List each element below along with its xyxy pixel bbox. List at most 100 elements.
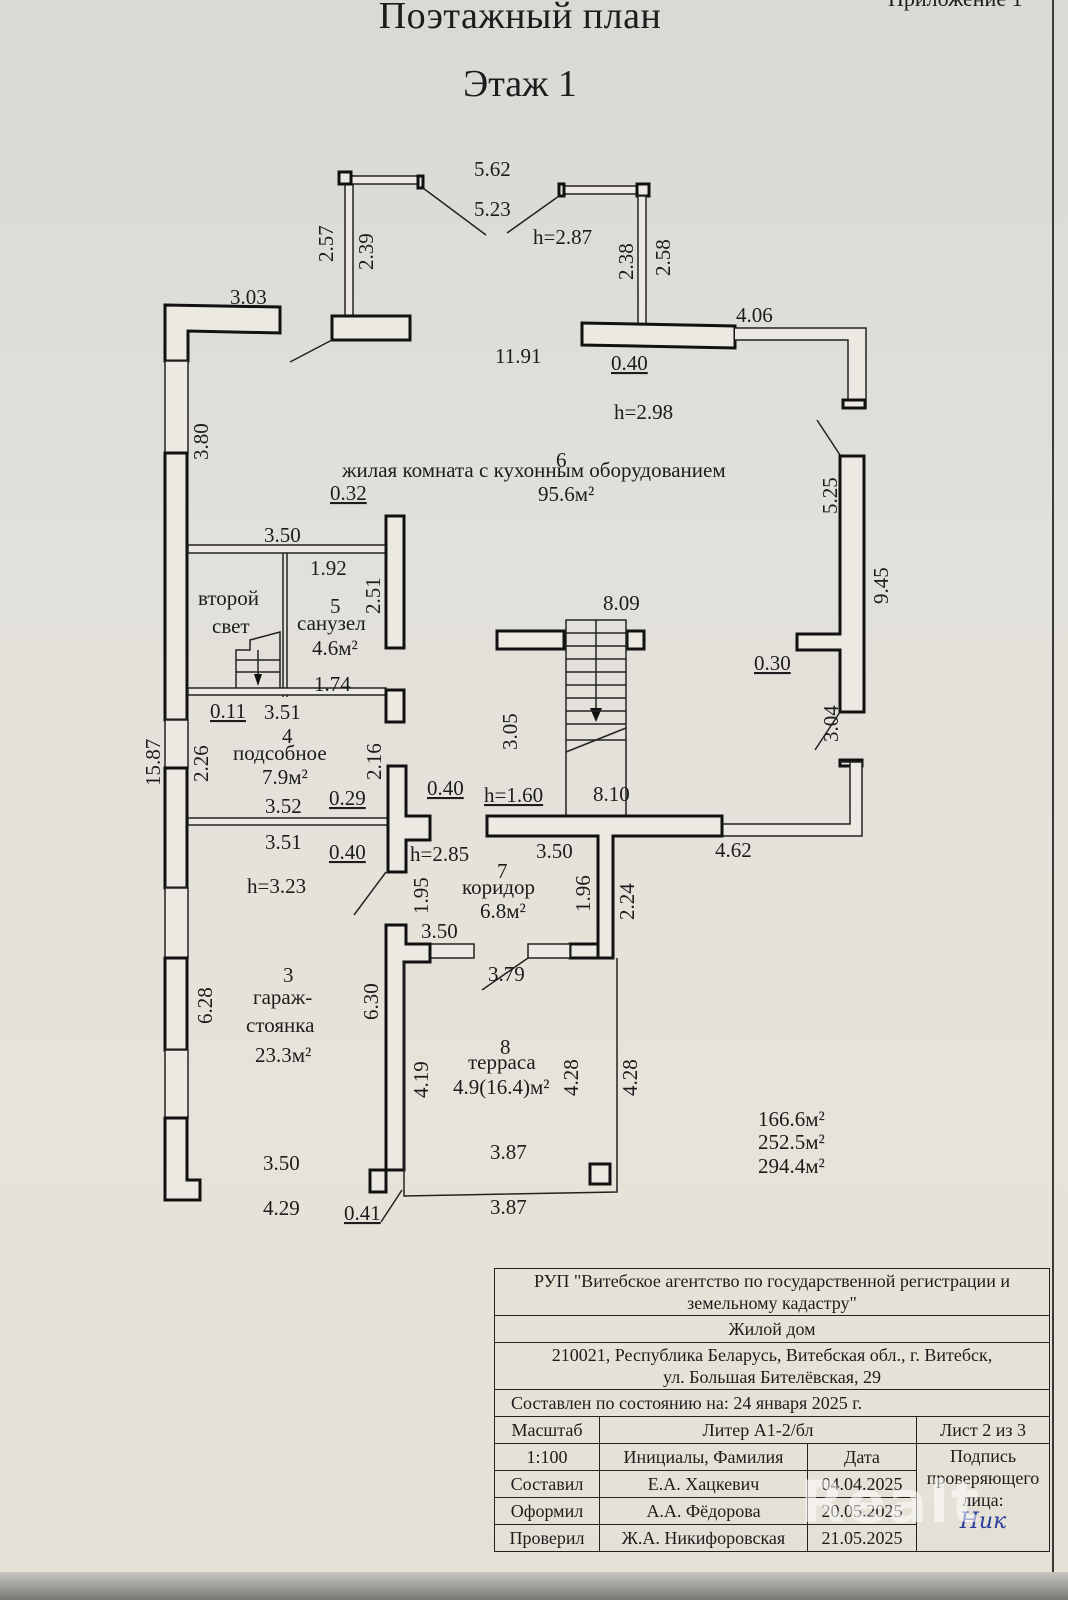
height-label: h=1.60 bbox=[484, 783, 543, 807]
dim-label: 0.32 bbox=[330, 481, 367, 505]
floor-plan: 5.62 5.23 h=2.87 2.57 2.39 2.38 2.58 3.0… bbox=[141, 157, 893, 1225]
arrow-down-icon bbox=[590, 708, 602, 722]
bay-right-window bbox=[637, 195, 647, 325]
room-area: 95.6м² bbox=[538, 482, 594, 506]
dim-label: 9.45 bbox=[869, 567, 893, 604]
page-title: Поэтажный план bbox=[378, 0, 662, 37]
window-left-3 bbox=[164, 887, 189, 959]
height-label: h=2.98 bbox=[614, 400, 673, 424]
dim-label: 3.51 bbox=[264, 700, 301, 724]
window-left-4 bbox=[164, 1049, 189, 1119]
object-cell: Жилой дом bbox=[494, 1315, 1050, 1343]
wall-corridor bbox=[485, 814, 724, 960]
dim-label: 3.51 bbox=[265, 830, 302, 854]
liter-cell: Литер А1-2/бл bbox=[599, 1416, 917, 1444]
room-number: 8 bbox=[500, 1035, 511, 1059]
signature-cell: Подпись проверяющего лица: Ник bbox=[916, 1443, 1050, 1552]
dim-label: 8.09 bbox=[603, 591, 640, 615]
dim-leader bbox=[380, 1189, 403, 1223]
dim-label: 4.29 bbox=[263, 1196, 300, 1220]
dim-label: 3.04 bbox=[819, 705, 843, 742]
scale-value: 1:100 bbox=[494, 1443, 600, 1471]
dim-label: 2.38 bbox=[614, 243, 638, 280]
room-area: 6.8м² bbox=[480, 899, 526, 923]
wall-left bbox=[163, 766, 189, 890]
room-area: 23.3м² bbox=[255, 1043, 311, 1067]
dim-label: 3.87 bbox=[490, 1140, 527, 1164]
organization-cell: РУП "Витебское агентство по государствен… bbox=[494, 1268, 1050, 1316]
room-name: санузел bbox=[297, 611, 366, 635]
dim-label: 2.16 bbox=[362, 743, 386, 780]
dim-label: 3.50 bbox=[264, 523, 301, 547]
address-line-1: 210021, Республика Беларусь, Витебская о… bbox=[551, 1345, 993, 1365]
arrow-down-icon bbox=[254, 674, 262, 686]
stair-break bbox=[565, 727, 627, 753]
dim-leader bbox=[353, 871, 387, 916]
dim-leader bbox=[816, 419, 841, 456]
room-name: второй bbox=[198, 586, 259, 610]
room-name: коридор bbox=[462, 875, 535, 899]
person-cell: Е.А. Хацкевич bbox=[599, 1470, 808, 1498]
wall-segment bbox=[384, 688, 406, 724]
role-cell: Оформил bbox=[494, 1497, 600, 1525]
room-area: 7.9м² bbox=[262, 765, 308, 789]
door-terrace-left bbox=[429, 943, 475, 959]
dim-label: 4.06 bbox=[736, 303, 773, 327]
role-cell: Проверил bbox=[494, 1524, 600, 1552]
stair-steps bbox=[566, 632, 626, 725]
wall-segment bbox=[568, 942, 600, 960]
room-name: гараж- bbox=[253, 985, 312, 1009]
wall-top-right bbox=[580, 321, 737, 350]
room-number: 6 bbox=[556, 448, 567, 472]
appendix-label: Приложение 1 bbox=[888, 0, 1023, 12]
partition bbox=[187, 817, 389, 826]
dim-label: 0.40 bbox=[611, 351, 648, 375]
bay-right-top-window bbox=[562, 185, 644, 195]
dim-label: 0.11 bbox=[210, 699, 246, 723]
dim-label: 0.40 bbox=[427, 776, 464, 800]
room-name: свет bbox=[212, 614, 250, 638]
person-cell: А.А. Фёдорова bbox=[599, 1497, 808, 1525]
dim-label: 0.29 bbox=[329, 786, 366, 810]
floor-title: Этаж 1 bbox=[463, 63, 577, 105]
address-line-2: ул. Большая Бителёвская, 29 bbox=[662, 1367, 882, 1387]
room-name: стоянка bbox=[246, 1013, 315, 1037]
title-block: РУП "Витебское агентство по государствен… bbox=[494, 1268, 1050, 1552]
dim-leader bbox=[506, 195, 560, 234]
date-cell: 21.05.2025 bbox=[807, 1524, 917, 1552]
dim-label: 4.62 bbox=[715, 838, 752, 862]
room-number: 5 bbox=[330, 594, 341, 618]
date-cell: 04.04.2025 bbox=[807, 1470, 917, 1498]
dim-label: 3.05 bbox=[498, 713, 522, 750]
dim-label: 3.87 bbox=[490, 1195, 527, 1219]
height-label: h=3.23 bbox=[247, 874, 306, 898]
dim-label: 15.87 bbox=[141, 739, 165, 786]
dim-label: 0.30 bbox=[754, 651, 791, 675]
wall-bottom-left bbox=[163, 1116, 202, 1202]
dim-label: 1.96 bbox=[571, 875, 595, 912]
col-name-header: Инициалы, Фамилия bbox=[599, 1443, 808, 1471]
partition bbox=[187, 687, 387, 696]
height-label: h=2.85 bbox=[410, 842, 469, 866]
terrace-outline bbox=[403, 958, 618, 1197]
dim-label: 0.41 bbox=[344, 1201, 381, 1225]
signature: Ник bbox=[959, 1509, 1007, 1534]
wall-left bbox=[163, 956, 189, 1052]
window-right-bottom bbox=[721, 761, 863, 837]
dim-label: 3.79 bbox=[488, 962, 525, 986]
date-cell: 20.05.2025 bbox=[807, 1497, 917, 1525]
dim-label: 3.50 bbox=[263, 1151, 300, 1175]
window-top-right bbox=[735, 327, 867, 409]
dim-label: 4.28 bbox=[559, 1059, 583, 1096]
signature-label: Подпись проверяющего лица: bbox=[926, 1446, 1040, 1510]
wall-wc bbox=[384, 514, 406, 650]
room-number: 7 bbox=[497, 859, 508, 883]
watermark-logo: Realt bbox=[800, 1468, 981, 1536]
dim-label: 5.25 bbox=[818, 477, 842, 514]
room-number: 4 bbox=[282, 724, 293, 748]
bay-pier bbox=[557, 182, 566, 198]
role-cell: Составил bbox=[494, 1470, 600, 1498]
dim-label: 3.50 bbox=[421, 919, 458, 943]
wall-cross bbox=[386, 764, 432, 874]
wall-end bbox=[841, 398, 867, 410]
